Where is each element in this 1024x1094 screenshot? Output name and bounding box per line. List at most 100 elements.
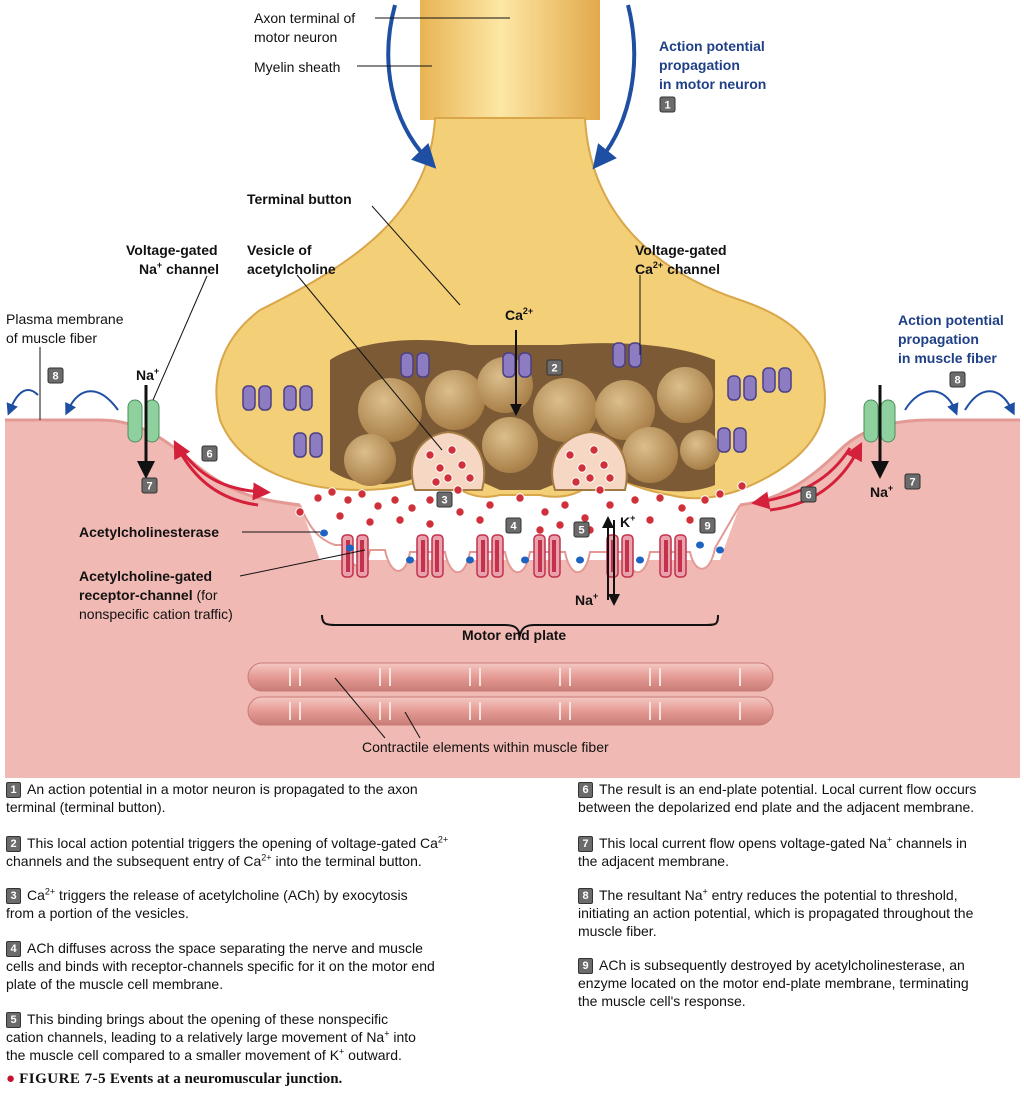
step-5-sup-1: + [384, 1028, 390, 1039]
label-ap-muscle-3: in muscle fiber [898, 350, 997, 366]
label-ap-motor-2: propagation [659, 57, 740, 73]
step-5-text-b: cation channels, leading to a relatively… [6, 1029, 385, 1045]
label-achr-1: Acetylcholine-gated [79, 568, 212, 584]
label-ap-muscle-1: Action potential [898, 312, 1004, 328]
acetylcholinesterase-enzyme [406, 556, 414, 564]
ach-molecule [365, 517, 375, 527]
ap-arrow-muscle-right-2 [964, 390, 1015, 416]
step-7-text-a: This local current flow opens voltage-ga… [599, 835, 887, 851]
ach-molecule [715, 489, 725, 499]
receptor-channel [416, 534, 444, 578]
ach-molecule [571, 477, 581, 487]
label-achr-3: nonspecific cation traffic) [79, 606, 233, 622]
step-2-text-b: channels and the subsequent entry of Ca [6, 853, 262, 869]
receptor-channel [659, 534, 687, 578]
step-5-text-c: into [389, 1029, 416, 1045]
receptor-channel [606, 534, 634, 578]
ach-molecule [645, 515, 655, 525]
step-badge-label: 4 [510, 521, 517, 533]
step-1-text-2: terminal (terminal button). [6, 799, 166, 815]
step-badge-label: 8 [52, 371, 58, 383]
acetylcholinesterase-enzyme [636, 556, 644, 564]
receptor-channel [533, 534, 561, 578]
ach-molecule [465, 473, 475, 483]
step-badge-6: 6 [800, 486, 817, 503]
acetylcholinesterase-enzyme [696, 541, 704, 549]
step-7-text-c: the adjacent membrane. [578, 853, 729, 869]
label-ca-channel-1: Voltage-gated [635, 242, 727, 258]
label-terminal-button: Terminal button [247, 191, 352, 207]
ca-channel [293, 432, 323, 458]
local-current-right [751, 447, 852, 510]
label-na-channel-1: Voltage-gated [126, 242, 218, 258]
step-badge-label: 5 [578, 525, 584, 537]
ach-molecule [390, 495, 400, 505]
caption-bullet-icon: ● [6, 1071, 16, 1087]
ach-molecule [485, 500, 495, 510]
step-5-badge: 5 [6, 1012, 21, 1028]
step-badge-4: 4 [505, 517, 522, 534]
step-4-text-1: ACh diffuses across the space separating… [27, 940, 423, 956]
step-badge-5: 5 [573, 521, 590, 538]
step-3-text-c: from a portion of the vesicles. [6, 905, 189, 921]
label-end-plate: Motor end plate [462, 627, 566, 643]
label-axon-terminal-2: motor neuron [254, 29, 337, 45]
step-badge-label: 6 [206, 449, 212, 461]
step-badge-label: 7 [146, 481, 152, 493]
neuromuscular-junction-diagram: Axon terminal of motor neuron Myelin she… [5, 0, 1020, 778]
ach-molecule [605, 500, 615, 510]
step-3-sup-1: 2+ [44, 886, 56, 897]
step-badge-label: 3 [441, 495, 447, 507]
ca-channel [762, 367, 792, 393]
step-3-text-a: Ca [27, 887, 45, 903]
ach-molecule [425, 519, 435, 529]
ach-molecule [443, 473, 453, 483]
step-8-badge: 8 [578, 888, 593, 904]
label-achr-2: receptor-channel (for [79, 587, 218, 603]
ach-molecule [655, 493, 665, 503]
ca-channel [242, 385, 272, 411]
calcium-channels [242, 342, 792, 458]
ach-molecule [327, 487, 337, 497]
figure-caption: ●FIGURE 7-5 Events at a neuromuscular ju… [6, 1071, 342, 1088]
step-4-badge: 4 [6, 941, 21, 957]
label-ap-muscle-2: propagation [898, 331, 979, 347]
step-8-text-d: muscle fiber. [578, 923, 657, 939]
step-1-badge: 1 [6, 782, 21, 798]
label-contractile: Contractile elements within muscle fiber [362, 739, 609, 755]
step-2-text-a: This local action potential triggers the… [27, 835, 438, 851]
label-myelin-sheath: Myelin sheath [254, 59, 340, 75]
ach-molecule [313, 493, 323, 503]
ach-molecule [677, 503, 687, 513]
step-9-badge: 9 [578, 958, 593, 974]
label-ca-ion: Ca2+ [505, 306, 533, 323]
step-4-text-2: cells and binds with receptor-channels s… [6, 958, 435, 974]
ach-molecule [457, 460, 467, 470]
step-badge-6: 6 [201, 445, 218, 462]
step-badge-3: 3 [436, 491, 453, 508]
label-na-ion-left: Na+ [136, 366, 159, 383]
step-badge-label: 1 [664, 100, 670, 112]
label-na-ion-endplate: Na+ [575, 591, 598, 608]
step-badge-1: 1 [659, 96, 676, 113]
step-badge-label: 6 [805, 490, 811, 502]
ap-arrow-muscle-left-1 [65, 390, 119, 416]
label-na-channel-2: Na+ channel [139, 260, 219, 277]
step-7-text-b: channels in [892, 835, 967, 851]
step-badge-7: 7 [904, 473, 921, 490]
ach-molecule [605, 473, 615, 483]
ach-molecule [343, 495, 353, 505]
contractile-elements [247, 662, 774, 726]
ach-molecule [560, 500, 570, 510]
label-ca-channel-2: Ca2+ channel [635, 260, 720, 277]
ach-molecule [395, 515, 405, 525]
ach-molecule [555, 520, 565, 530]
step-9-text-1: ACh is subsequently destroyed by acetylc… [599, 957, 965, 973]
step-9: 9 ACh is subsequently destroyed by acetyl… [578, 956, 969, 1010]
caption-title: Events at a neuromuscular junction. [109, 1071, 343, 1087]
step-8-text-b: entry reduces the potential to threshold… [707, 887, 958, 903]
step-4-text-3: plate of the muscle cell membrane. [6, 976, 224, 992]
